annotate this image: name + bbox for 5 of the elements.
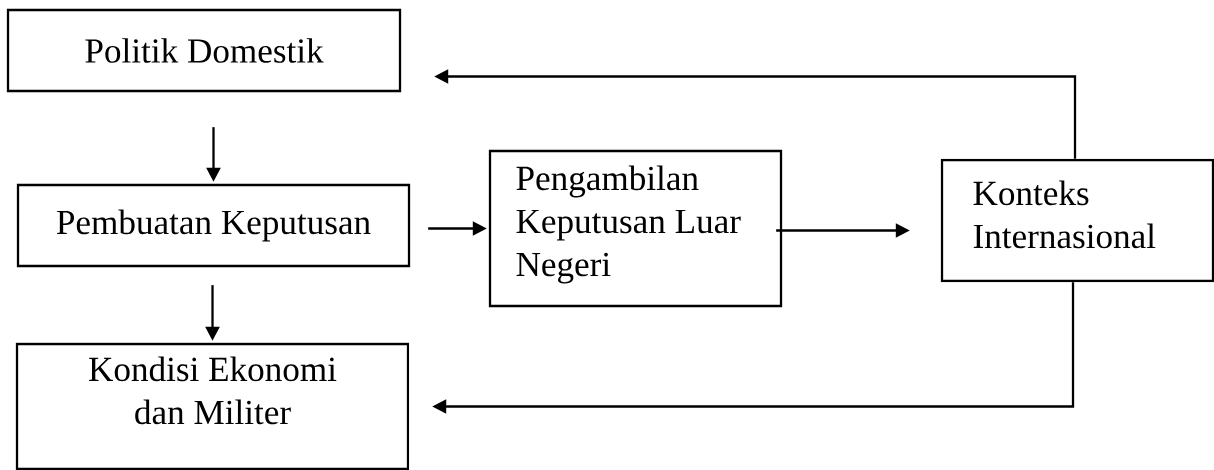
process-box: Pengambilan Keputusan Luar Negeri — [488, 149, 783, 308]
process-box: Konteks Internasional — [940, 158, 1214, 283]
process-box: Pembuatan Keputusan — [16, 183, 411, 268]
process-box: Politik Domestik — [6, 8, 402, 93]
process-box: Kondisi Ekonomi dan Militer — [15, 342, 410, 470]
